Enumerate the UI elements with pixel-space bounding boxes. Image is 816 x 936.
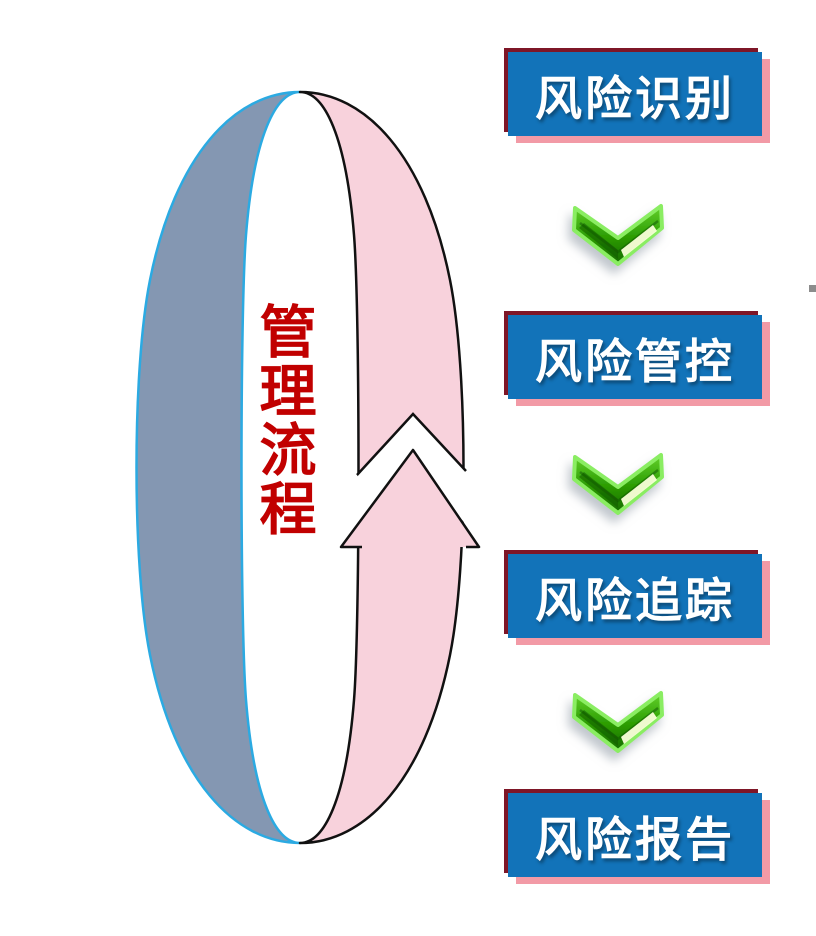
cycle-band-left [135,90,302,845]
step-box-risk-control: 风险管控 [508,315,762,399]
cycle-label: 管理流程 [250,302,316,538]
up-arrow-head-outline [339,448,481,549]
step-label: 风险管控 [535,334,735,390]
step-box-risk-report: 风险报告 [508,793,762,877]
chevron-down-icon [572,691,664,753]
band-tail-notch [356,412,467,476]
step-box-risk-tracking: 风险追踪 [508,554,762,638]
step-label: 风险识别 [535,71,735,127]
chevron-down-icon [572,453,664,515]
step-box-risk-identification: 风险识别 [508,52,762,136]
step-label: 风险报告 [535,812,735,868]
chevron-down-icon [572,204,664,266]
stray-mark [809,285,816,292]
arrow-gap [326,414,496,560]
up-arrow-head [341,450,479,547]
step-label: 风险追踪 [535,573,735,629]
